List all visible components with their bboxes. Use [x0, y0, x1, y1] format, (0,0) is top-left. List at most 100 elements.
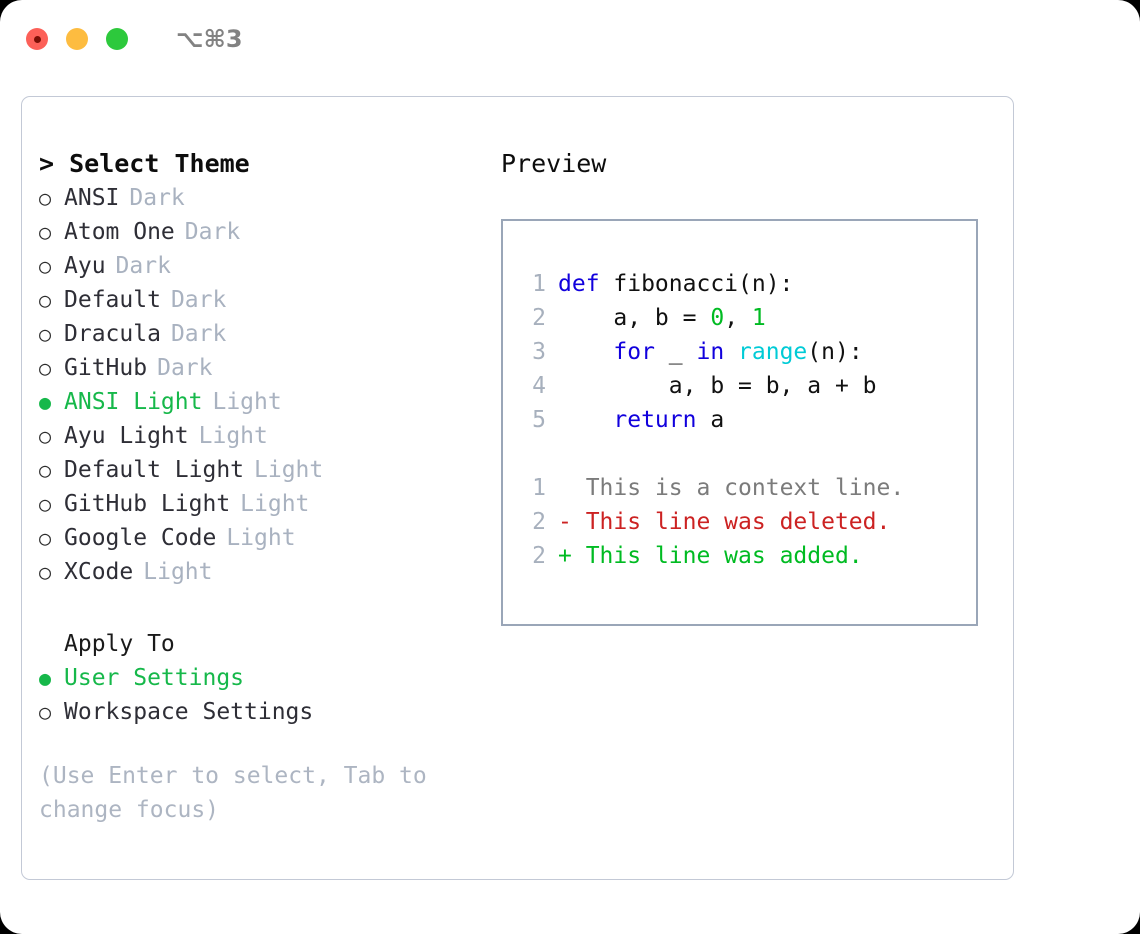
theme-variant-badge: Dark — [170, 287, 227, 313]
theme-list-item[interactable]: ○ Google Code Light — [39, 521, 479, 555]
theme-name: Ayu Light — [64, 423, 189, 449]
radio-unselected-icon: ○ — [39, 220, 52, 244]
theme-name: ANSI — [64, 185, 120, 211]
theme-variant-badge: Light — [212, 389, 282, 415]
radio-unselected-icon: ○ — [39, 458, 52, 482]
theme-list-item[interactable]: ○ Ayu Light Light — [39, 419, 479, 453]
theme-variant-badge: Light — [198, 423, 268, 449]
apply-to-label: User Settings — [64, 665, 245, 691]
theme-variant-badge: Dark — [115, 253, 171, 279]
diff-line: 2 + This line was added. — [520, 539, 970, 573]
theme-variant-badge: Dark — [157, 355, 213, 381]
diff-line-text: This line was deleted. — [585, 509, 891, 535]
code-line: 4 a, b = b, a + b — [520, 369, 970, 403]
close-window-icon[interactable] — [26, 28, 48, 50]
code-token-num: 0 — [710, 305, 725, 331]
keyboard-hint-text: (Use Enter to select, Tab to change focu… — [39, 763, 427, 823]
code-token-plain: , — [724, 305, 752, 331]
title-bar: ⌥⌘3 — [0, 0, 1140, 78]
radio-unselected-icon: ○ — [39, 700, 52, 724]
code-line-text: return a — [558, 403, 724, 437]
code-token-plain: (n): — [807, 339, 863, 365]
line-number: 4 — [532, 373, 546, 399]
radio-unselected-icon: ○ — [39, 322, 52, 346]
theme-name: GitHub — [64, 355, 148, 381]
line-number: 1 — [532, 271, 546, 297]
diff-marker: - — [558, 509, 586, 535]
page-title: > Select Theme — [39, 149, 250, 178]
radio-unselected-icon: ○ — [39, 492, 52, 516]
diff-line-text: This line was added. — [585, 543, 863, 569]
radio-unselected-icon: ○ — [39, 288, 52, 312]
code-token-plain: a, b = b, a + b — [558, 373, 877, 399]
code-token-plain — [558, 339, 613, 365]
radio-selected-icon: ● — [39, 390, 52, 414]
theme-variant-badge: Dark — [170, 321, 227, 347]
apply-to-label: Workspace Settings — [64, 699, 314, 725]
theme-name: XCode — [64, 559, 134, 585]
code-token-plain: a, b = — [558, 305, 711, 331]
code-token-kw: return — [613, 407, 697, 433]
radio-unselected-icon: ○ — [39, 356, 52, 380]
theme-list-item[interactable]: ○ ANSI Dark — [39, 181, 479, 215]
theme-name: Ayu — [64, 253, 106, 279]
diff-marker — [558, 471, 586, 505]
radio-unselected-icon: ○ — [39, 424, 52, 448]
theme-variant-badge: Light — [254, 457, 324, 483]
diff-line: 2- This line was deleted. — [520, 505, 970, 539]
apply-to-header: Apply To — [64, 631, 175, 657]
radio-unselected-icon: ○ — [39, 526, 52, 550]
keyboard-shortcut-label: ⌥⌘3 — [176, 25, 243, 53]
apply-to-option[interactable]: ●User Settings — [39, 661, 479, 695]
apply-to-list[interactable]: ●User Settings ○ Workspace Settings — [39, 661, 479, 729]
radio-unselected-icon: ○ — [39, 560, 52, 584]
code-token-kw: def — [558, 271, 600, 297]
diff-sample: 1 This is a context line.2- This line wa… — [520, 471, 970, 573]
diff-marker: + — [558, 543, 586, 569]
apply-to-option[interactable]: ○ Workspace Settings — [39, 695, 479, 729]
code-line: 1 def fibonacci(n): — [520, 267, 970, 301]
line-number: 2 — [532, 543, 546, 569]
code-line-text: def fibonacci(n): — [558, 267, 793, 301]
theme-list-item[interactable]: ○ Ayu Dark — [39, 249, 479, 283]
code-line: 2 a, b = 0, 1 — [520, 301, 970, 335]
window-controls — [26, 28, 128, 50]
code-token-kw: for — [613, 339, 655, 365]
code-token-fn: range — [738, 339, 808, 365]
line-number: 2 — [532, 509, 546, 535]
theme-variant-badge: Light — [226, 525, 296, 551]
radio-unselected-icon: ○ — [39, 186, 52, 210]
theme-variant-badge: Dark — [129, 185, 185, 211]
theme-name: Default Light — [64, 457, 245, 483]
line-number: 1 — [532, 475, 546, 501]
code-token-kw: in — [696, 339, 725, 365]
code-token-plain — [558, 407, 613, 433]
minimize-window-icon[interactable] — [66, 28, 88, 50]
theme-name: Google Code — [64, 525, 217, 551]
maximize-window-icon[interactable] — [106, 28, 128, 50]
code-line-text: for _ in range(n): — [558, 335, 863, 369]
radio-unselected-icon: ○ — [39, 254, 52, 278]
line-number: 3 — [532, 339, 546, 365]
code-line-text: a, b = 0, 1 — [558, 301, 766, 335]
code-line: 3 for _ in range(n): — [520, 335, 970, 369]
code-token-plain: _ — [654, 339, 697, 365]
theme-list-item[interactable]: ○ Default Light Light — [39, 453, 479, 487]
code-token-num: 1 — [751, 305, 766, 331]
code-line-text: a, b = b, a + b — [558, 369, 877, 403]
theme-list-item[interactable]: ○ GitHub Dark — [39, 351, 479, 385]
line-number: 5 — [532, 407, 546, 433]
theme-name: Atom One — [64, 219, 175, 245]
code-token-plain: fibonacci(n): — [599, 271, 794, 297]
